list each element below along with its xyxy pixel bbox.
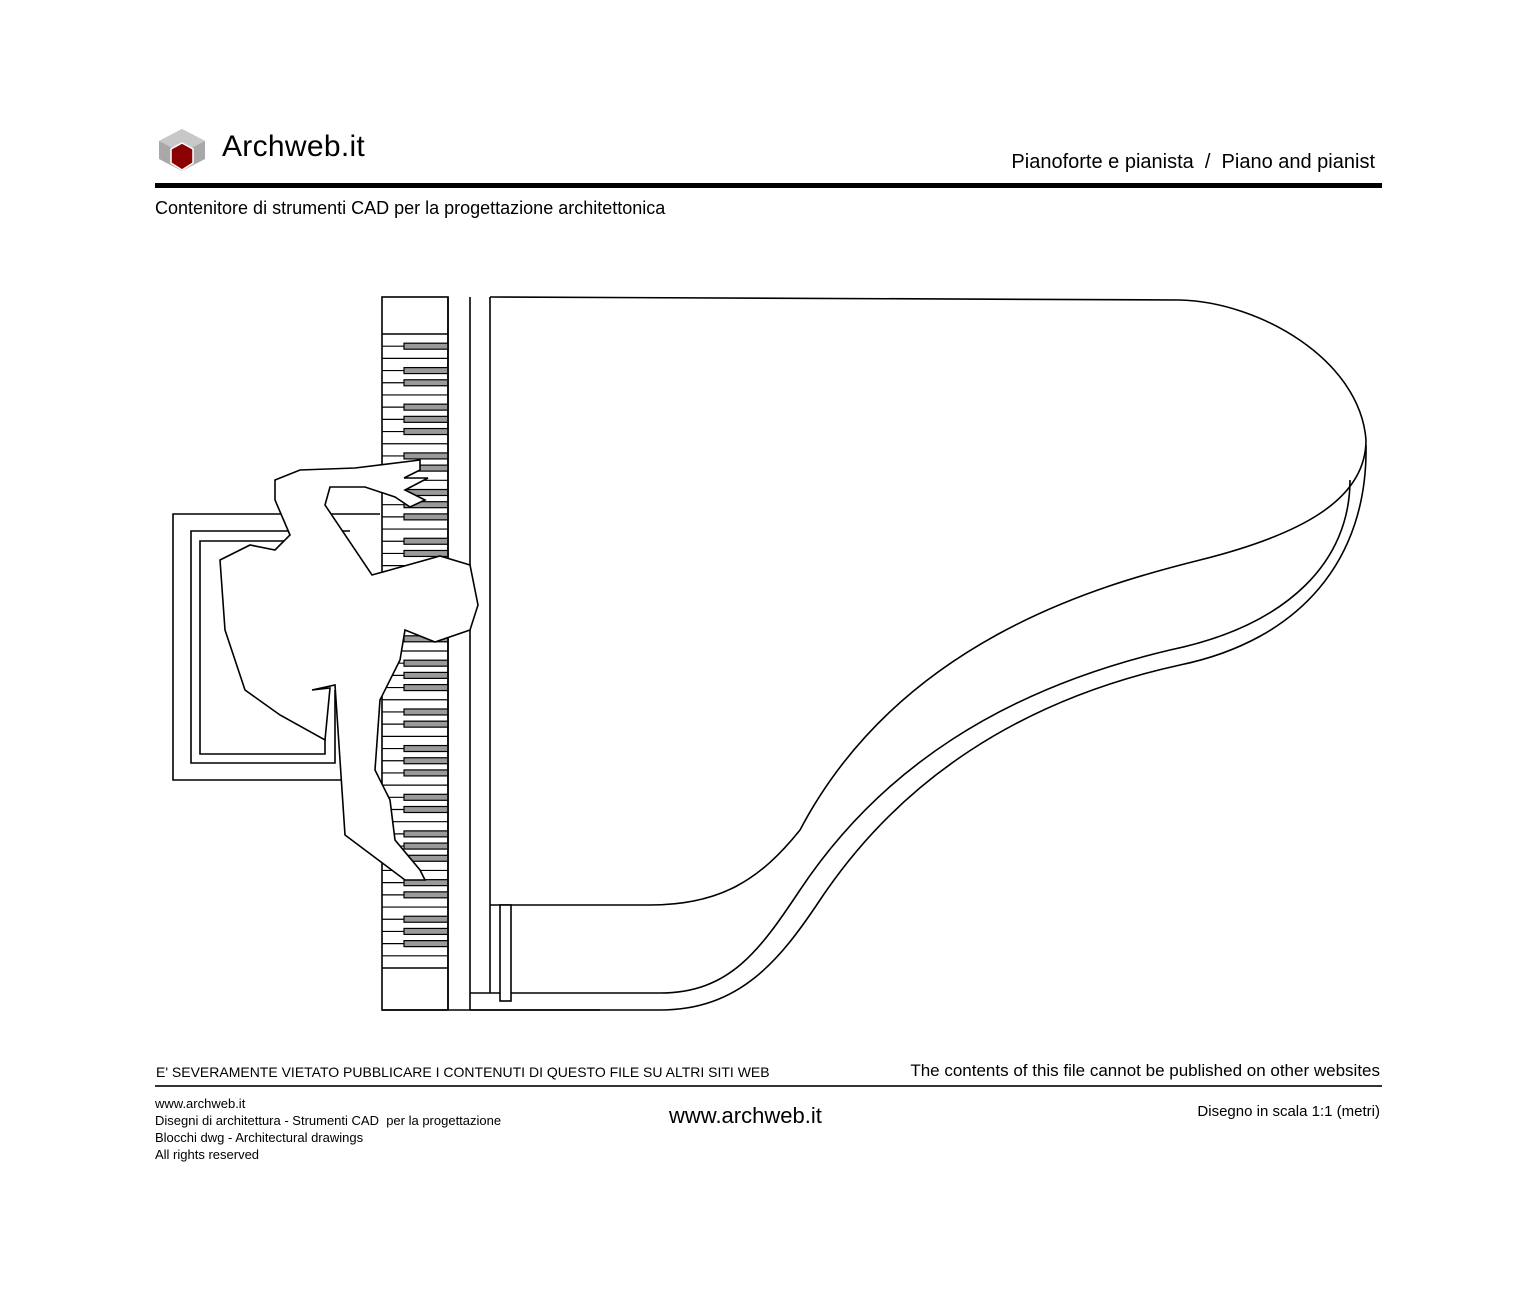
pianist-figure [219,459,479,881]
drawing-title: Pianoforte e pianista / Piano and pianis… [1011,151,1375,173]
footer-line: www.archweb.it [155,1096,246,1111]
warning-italian: E' SEVERAMENTE VIETATO PUBBLICARE I CONT… [156,1064,770,1080]
header-divider [155,183,1382,188]
logo-text: Archweb.it [222,130,366,163]
footer-line: Blocchi dwg - Architectural drawings [155,1130,364,1145]
piano-body [382,296,1367,1011]
footer-line: All rights reserved [155,1147,260,1162]
footer-line: Disegni di architettura - Strumenti CAD … [155,1113,502,1128]
warning-english: The contents of this file cannot be publ… [910,1061,1380,1080]
scale-note: Disegno in scala 1:1 (metri) [1197,1103,1380,1120]
subtitle: Contenitore di strumenti CAD per la prog… [155,198,666,218]
logo-cube-icon [159,129,205,171]
footer-url[interactable]: www.archweb.it [669,1103,822,1128]
footer-credits: www.archweb.it Disegni di architettura -… [155,1095,501,1163]
footer-divider [155,1085,1382,1087]
